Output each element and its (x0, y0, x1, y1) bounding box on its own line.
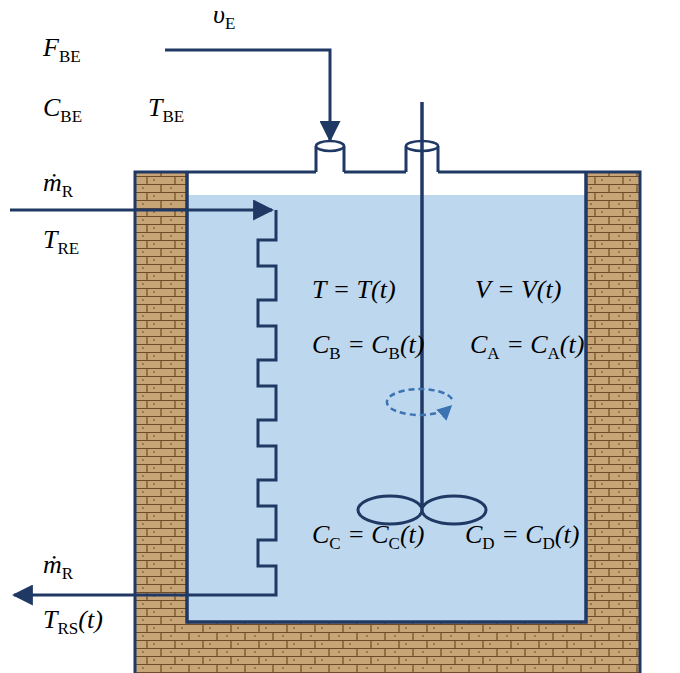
variable-symbol: C (312, 520, 329, 549)
variable-subscript: D (543, 534, 555, 553)
liquid (188, 195, 585, 621)
variable-label: CC= CC(t) (312, 520, 424, 559)
variable-symbol: F (43, 33, 59, 62)
variable-symbol: (t) (78, 605, 103, 634)
variable-symbol: (t) (400, 520, 425, 549)
variable-label: TRS(t) (43, 605, 103, 644)
variable-symbol: C (465, 520, 482, 549)
variable-subscript: B (329, 344, 340, 363)
variable-subscript: BE (162, 107, 184, 126)
variable-label: FBE (43, 33, 81, 72)
variable-label: V = V(t) (475, 275, 561, 308)
impeller (358, 496, 422, 524)
variable-expression: = C (506, 330, 547, 359)
variable-subscript: R (62, 564, 73, 583)
variable-label: TBE (148, 93, 184, 132)
rotation-arrow (387, 389, 452, 415)
variable-symbol: T (148, 93, 162, 122)
variable-subscript: B (389, 344, 400, 363)
shaft (420, 102, 424, 505)
variable-subscript: C (389, 534, 400, 553)
variable-symbol: C (312, 330, 329, 359)
variable-expression: = C (347, 330, 388, 359)
variable-subscript: RE (57, 239, 79, 258)
variable-label: TRE (43, 225, 79, 264)
variable-subscript: E (225, 14, 235, 33)
variable-symbol: C (43, 93, 60, 122)
coil-inlet (10, 209, 272, 212)
cooling-coil (14, 210, 276, 595)
variable-symbol: (t) (560, 330, 585, 359)
variable-subscript: A (548, 344, 560, 363)
variable-label: CD= CD(t) (465, 520, 579, 559)
vessel-wall (187, 172, 586, 622)
variable-symbol: (t) (400, 330, 425, 359)
variable-symbol: T = T(t) (312, 275, 396, 304)
variable-label: T = T(t) (312, 275, 396, 308)
variable-label: CA= CA(t) (470, 330, 584, 369)
variable-expression: = C (347, 520, 388, 549)
variable-expression: = C (501, 520, 542, 549)
variable-symbol: (t) (555, 520, 580, 549)
variable-subscript: BE (59, 47, 81, 66)
variable-label: υE (213, 0, 235, 39)
variable-subscript: BE (60, 107, 82, 126)
variable-subscript: A (487, 344, 499, 363)
variable-subscript: R (62, 182, 73, 201)
variable-label: CB= CB(t) (312, 330, 424, 369)
variable-subscript: RS (57, 619, 78, 638)
insulation (135, 172, 640, 673)
variable-symbol: V = V(t) (475, 275, 561, 304)
variable-symbol: T (43, 225, 57, 254)
variable-label: CBE (43, 93, 82, 132)
variable-symbol: C (470, 330, 487, 359)
feed-line (165, 50, 330, 140)
variable-label: ṁR (43, 550, 73, 589)
variable-symbol: T (43, 605, 57, 634)
variable-symbol: ṁ (43, 168, 62, 197)
variable-symbol: ṁ (43, 550, 62, 579)
variable-label: ṁR (43, 168, 73, 207)
variable-subscript: C (329, 534, 340, 553)
variable-symbol: υ (213, 0, 225, 29)
variable-subscript: D (482, 534, 494, 553)
